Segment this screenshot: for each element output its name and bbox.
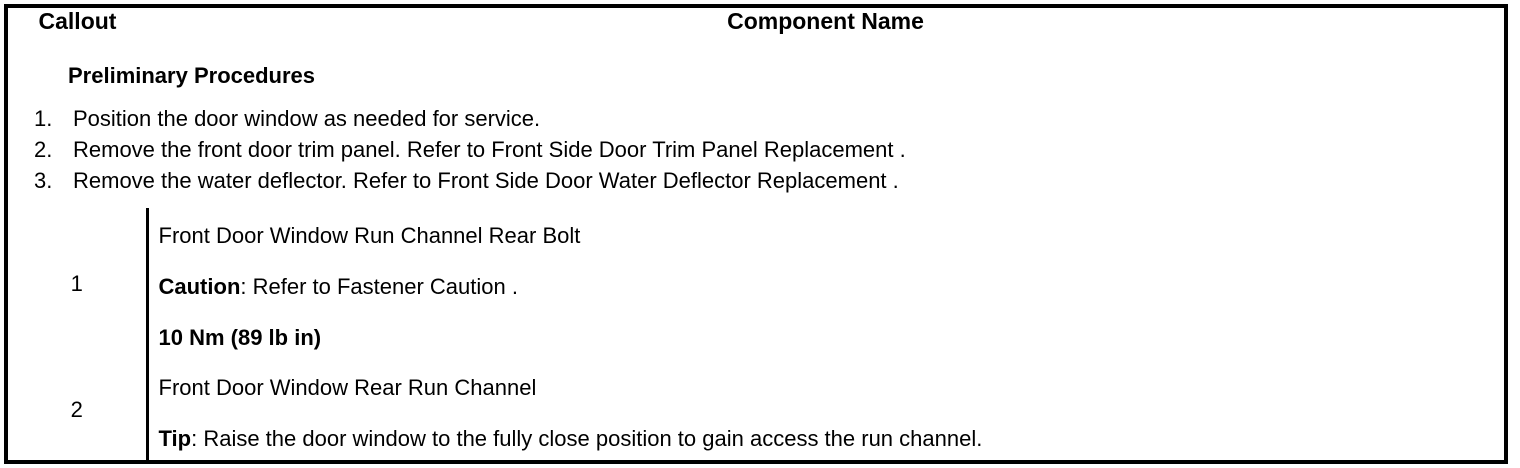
caution-label: Caution — [158, 274, 241, 299]
table-header-row: Callout Component Name — [6, 6, 1506, 50]
list-item-number: 2. — [34, 137, 53, 162]
callout-number: 2 — [6, 359, 149, 462]
callout-table-container: Callout Component Name Preliminary Proce… — [4, 4, 1508, 464]
list-item-text: Position the door window as needed for s… — [73, 106, 541, 131]
table-row: 1 Front Door Window Run Channel Rear Bol… — [6, 208, 1506, 359]
preliminary-procedures-list: 1. Position the door window as needed fo… — [8, 103, 1504, 196]
component-description-cell: Front Door Window Run Channel Rear Bolt … — [147, 208, 1506, 359]
list-item-number: 1. — [34, 106, 53, 131]
list-item-number: 3. — [34, 168, 53, 193]
torque-spec-text: 10 Nm (89 lb in) — [158, 325, 322, 350]
component-title: Front Door Window Rear Run Channel — [159, 373, 1505, 403]
list-item-text: Remove the front door trim panel. Refer … — [73, 137, 906, 162]
table-row: 2 Front Door Window Rear Run Channel Tip… — [6, 359, 1506, 462]
column-header-component-name: Component Name — [147, 6, 1506, 50]
torque-spec: 10 Nm (89 lb in) — [159, 323, 1505, 353]
column-header-callout: Callout — [6, 6, 147, 50]
list-item: 1. Position the door window as needed fo… — [8, 103, 1504, 134]
list-item-text: Remove the water deflector. Refer to Fro… — [73, 168, 899, 193]
caution-text: : Refer to Fastener Caution . — [240, 274, 518, 299]
preliminary-procedures-cell: Preliminary Procedures 1. Position the d… — [6, 50, 1506, 208]
caution-note: Caution: Refer to Fastener Caution . — [159, 272, 1505, 302]
list-item: 2. Remove the front door trim panel. Ref… — [8, 134, 1504, 165]
preliminary-procedures-title: Preliminary Procedures — [68, 63, 316, 88]
tip-note: Tip: Raise the door window to the fully … — [159, 424, 1505, 454]
tip-text: : Raise the door window to the fully clo… — [191, 426, 983, 451]
component-callout-table: Callout Component Name Preliminary Proce… — [4, 4, 1508, 464]
component-title: Front Door Window Run Channel Rear Bolt — [159, 221, 1505, 251]
preliminary-procedures-row: Preliminary Procedures 1. Position the d… — [6, 50, 1506, 208]
callout-number: 1 — [6, 208, 149, 359]
list-item: 3. Remove the water deflector. Refer to … — [8, 165, 1504, 196]
tip-label: Tip — [158, 426, 192, 451]
component-title-text: Front Door Window Rear Run Channel — [158, 375, 537, 400]
component-description-cell: Front Door Window Rear Run Channel Tip: … — [147, 359, 1506, 462]
component-title-text: Front Door Window Run Channel Rear Bolt — [158, 223, 581, 248]
